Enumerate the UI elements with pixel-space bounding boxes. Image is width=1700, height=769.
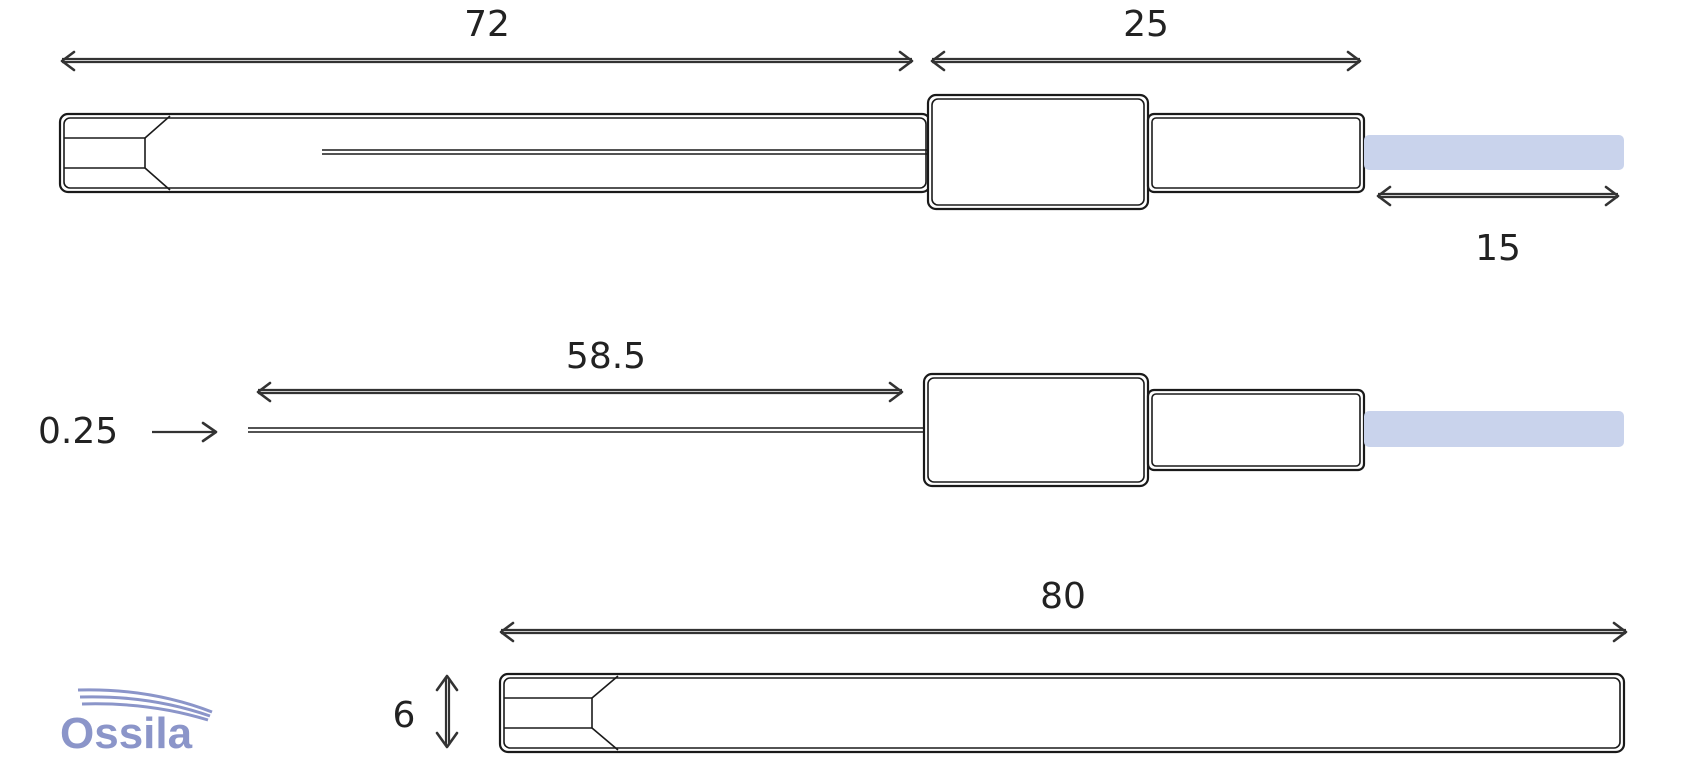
dimension-arrow-72 — [60, 50, 914, 72]
bottom-bar-end-fitting — [504, 675, 619, 751]
middle-blue-tip — [1364, 411, 1624, 447]
ossila-logo: Ossila — [60, 688, 213, 758]
top-assembly: 72 25 — [58, 4, 1624, 269]
label-72: 72 — [464, 4, 510, 45]
label-25: 25 — [1123, 4, 1169, 45]
label-80: 80 — [1040, 576, 1086, 617]
dimension-arrow-80 — [499, 621, 1628, 643]
top-shaft — [58, 112, 932, 194]
middle-needle — [248, 427, 926, 433]
middle-assembly: 58.5 0.25 — [38, 336, 1624, 488]
top-connector-block — [926, 93, 1150, 211]
bottom-bar — [498, 672, 1626, 754]
dimension-arrow-25 — [930, 50, 1362, 72]
label-0.25: 0.25 — [38, 411, 118, 452]
top-internal-needle — [322, 149, 930, 155]
dimension-arrow-6 — [435, 674, 459, 749]
top-blue-tip — [1364, 135, 1624, 170]
logo-swoosh-icon — [77, 688, 213, 722]
middle-sleeve — [1146, 388, 1366, 472]
top-shaft-end-fitting — [64, 115, 171, 191]
top-sleeve — [1146, 112, 1366, 194]
bottom-assembly: 80 6 — [393, 576, 1628, 754]
dimension-arrow-15 — [1376, 185, 1620, 207]
logo-text: Ossila — [60, 709, 193, 758]
dimension-arrow-58.5 — [256, 381, 904, 403]
middle-connector-block — [922, 372, 1150, 488]
label-58.5: 58.5 — [566, 336, 646, 377]
label-6: 6 — [393, 695, 416, 736]
label-15: 15 — [1475, 228, 1521, 269]
pointer-arrow-0.25 — [152, 421, 218, 443]
